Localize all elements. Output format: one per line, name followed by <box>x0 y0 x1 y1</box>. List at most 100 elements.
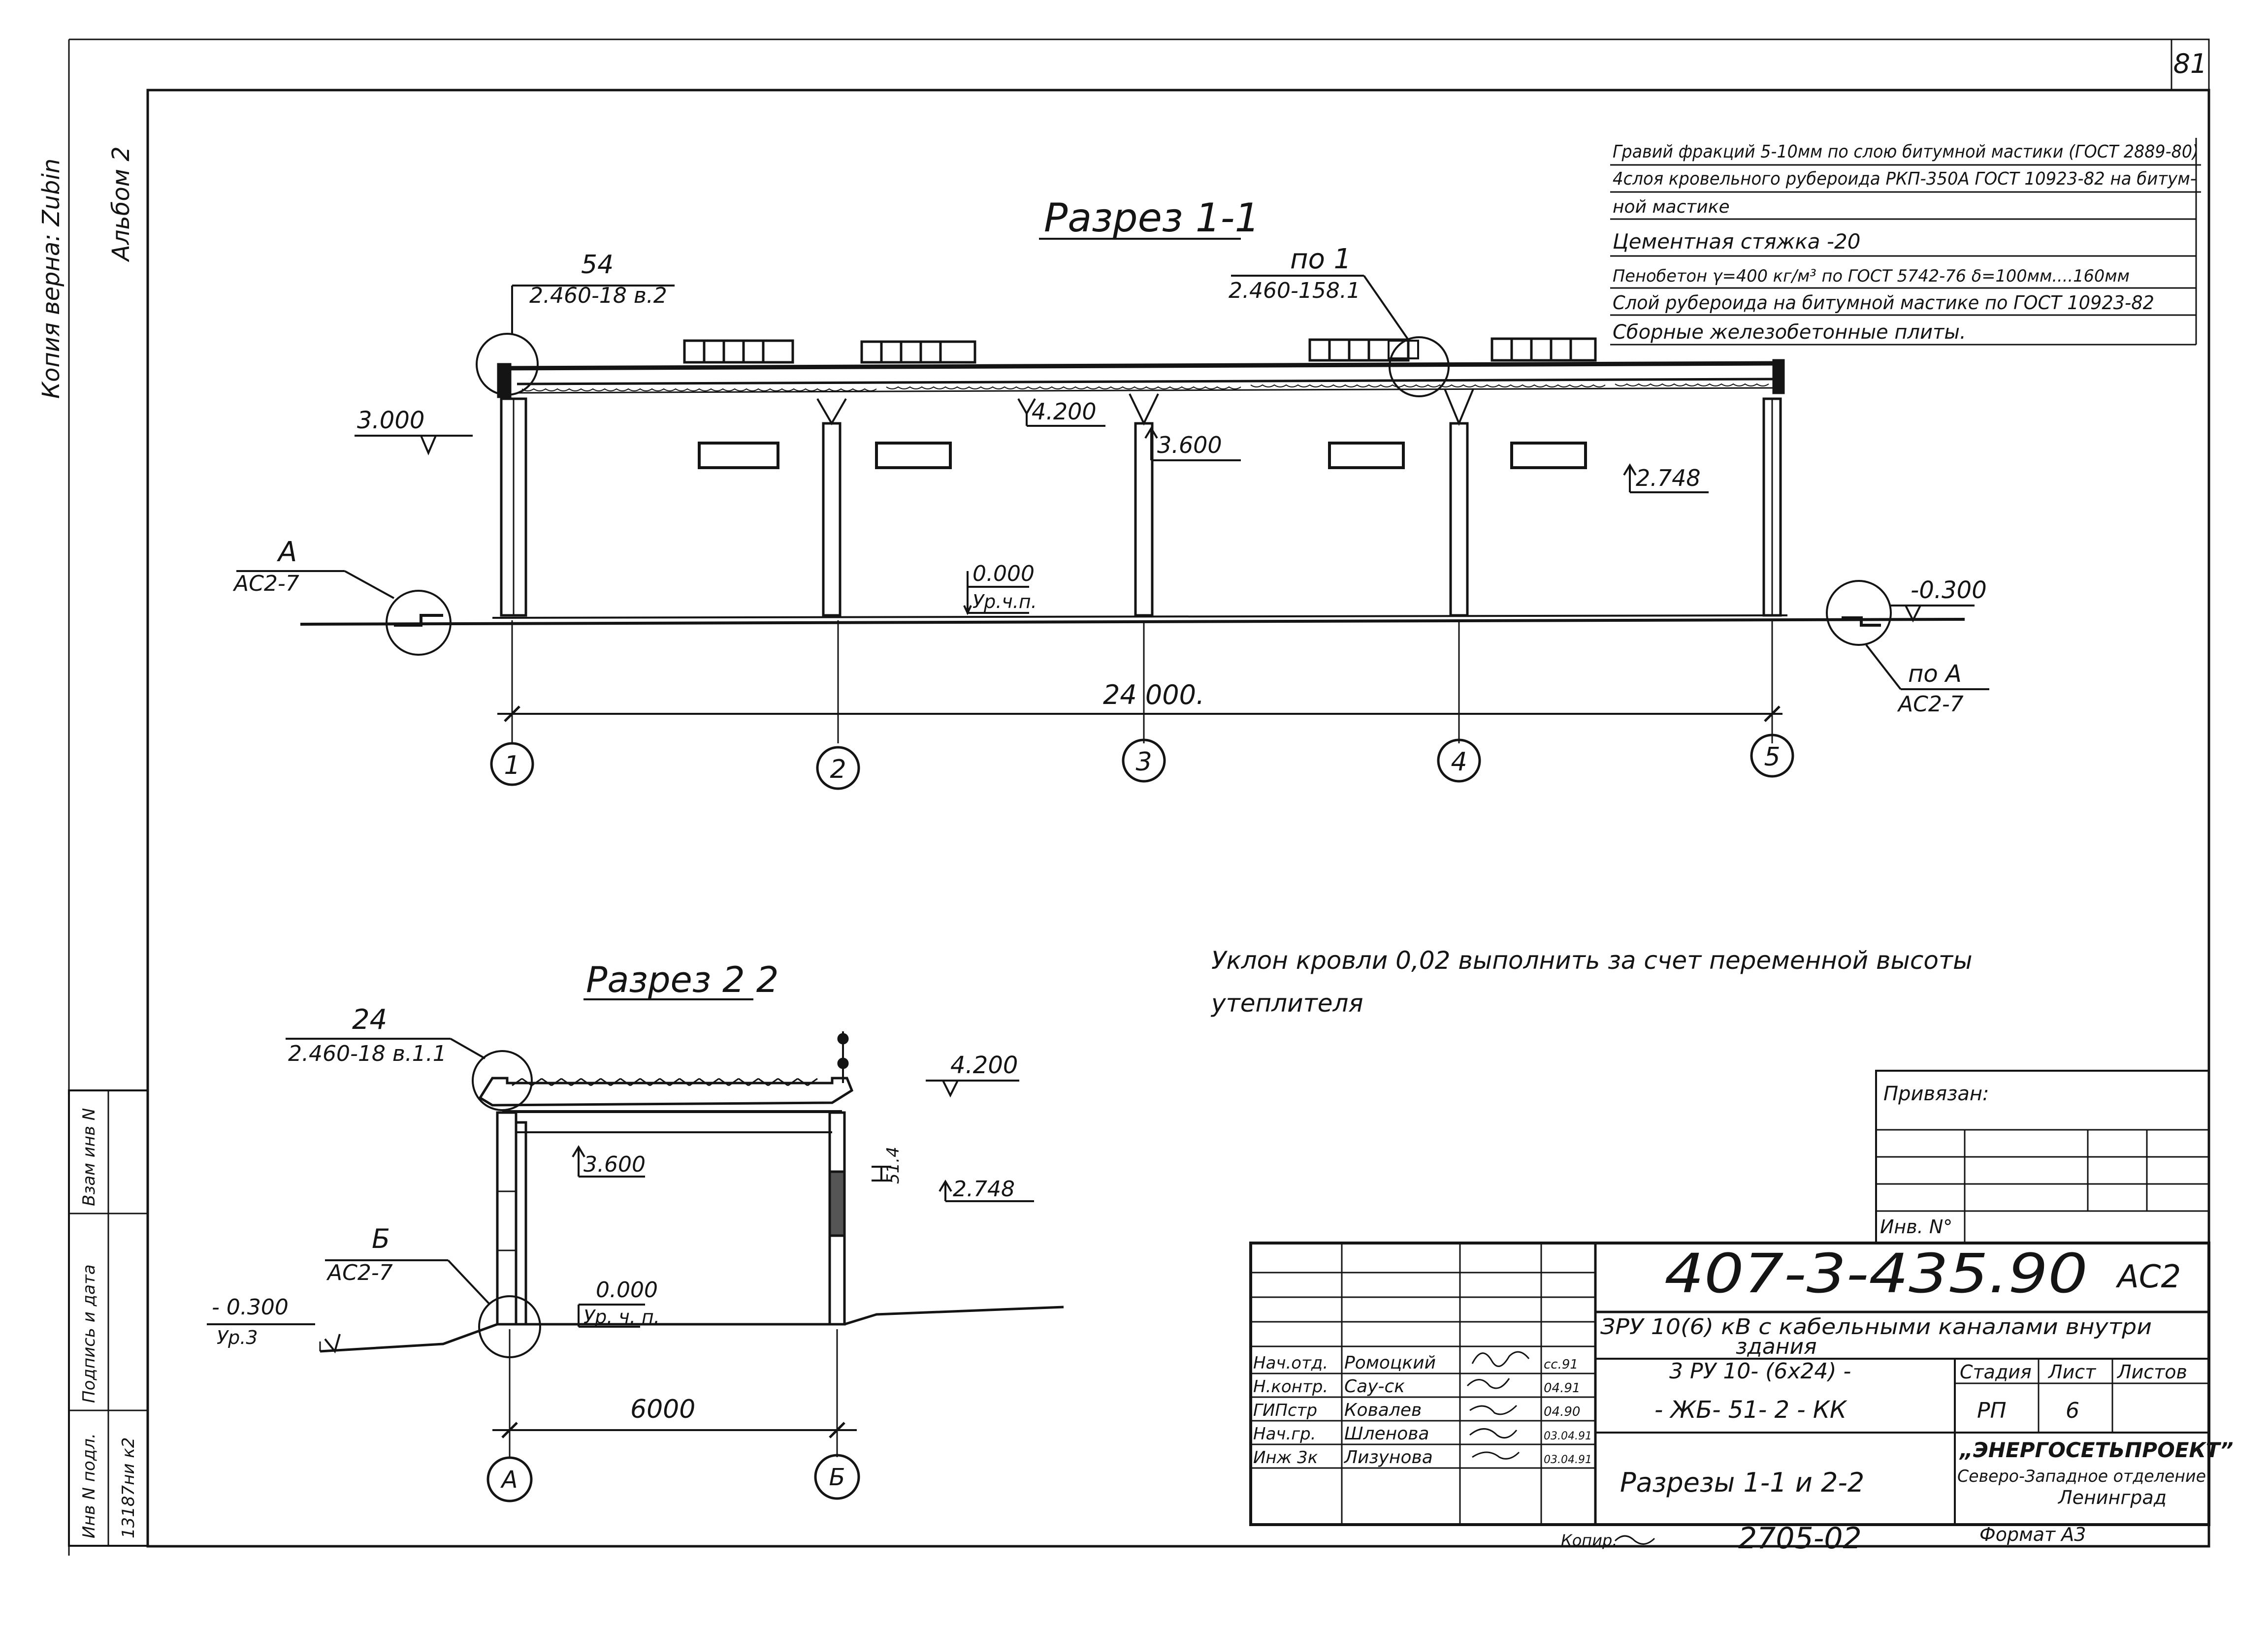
name-3: Шленова <box>1344 1424 1429 1444</box>
role-1: Н.контр. <box>1253 1377 1328 1397</box>
mark-2748: 2.748 <box>1636 465 1701 491</box>
stamp-replace: Взам инв N <box>79 1108 99 1206</box>
level-marks-1-1 <box>355 398 1975 623</box>
walls-2-2 <box>496 1111 846 1326</box>
ground-2-2 <box>319 1306 1064 1353</box>
project-description-2: здания <box>1736 1334 1817 1359</box>
mark-3600: 3.600 <box>1157 432 1222 458</box>
stage-header: Стадия <box>1960 1361 2032 1383</box>
section-1-1: Разрез 1-1 <box>232 195 1989 790</box>
columns <box>500 388 1782 617</box>
node-pa-ref: АС2-7 <box>1897 692 1964 717</box>
project-suffix: АС2 <box>2115 1259 2181 1295</box>
node-b-ref: АС2-7 <box>326 1260 393 1285</box>
mark-2-2-4200: 4.200 <box>950 1052 1018 1079</box>
level-marks-2-2 <box>207 1080 1034 1354</box>
roof-layer-1: Гравий фракций 5-10мм по слою битумной м… <box>1613 142 2199 162</box>
date-0: сс.91 <box>1544 1357 1578 1372</box>
name-4: Лизунова <box>1343 1447 1433 1468</box>
mark-2-2-3600: 3.600 <box>583 1152 646 1177</box>
callout-node-24 <box>286 1038 533 1111</box>
format-label: Формат А3 <box>1979 1524 2086 1545</box>
callout-node-1 <box>1231 275 1450 397</box>
mark-2-2-neg300: - 0.300 <box>212 1295 289 1320</box>
name-0: Ромоцкий <box>1344 1353 1436 1373</box>
axis-lines <box>497 620 1782 743</box>
mark-2-2-0000-sub: Ур. ч. п. <box>583 1306 660 1328</box>
bottom-code: 2705-02 <box>1738 1521 1862 1556</box>
sheet-value: 6 <box>2066 1398 2079 1423</box>
axis-bubbles-2-2 <box>486 1454 860 1502</box>
copied-by: Копир. <box>1561 1531 1618 1550</box>
roof-layer-3: Цементная стяжка -20 <box>1613 229 1860 254</box>
mark-2-2-2748: 2.748 <box>953 1177 1015 1202</box>
signature-marks <box>1466 1351 1530 1460</box>
roof-layer-5: Слой рубероида на битумной мастике по ГО… <box>1613 292 2154 314</box>
project-description: ЗРУ 10(6) кВ с кабельными каналами внутр… <box>1600 1314 2152 1340</box>
callout-24-number: 24 <box>352 1004 387 1036</box>
mark-neg300: -0.300 <box>1911 576 1987 604</box>
dim-514: 51.4 <box>883 1147 903 1184</box>
node-a-letter: А <box>277 536 297 568</box>
axis-1: 1 <box>504 751 520 780</box>
stamp-inv-orig: Инв N подл. <box>79 1433 99 1538</box>
axis-lines-2-2 <box>492 1329 857 1457</box>
node-a-right <box>1826 580 1989 690</box>
note-line-2: утеплителя <box>1210 989 1363 1018</box>
roof-layers-list <box>1610 138 2201 346</box>
mark-3000: 3.000 <box>357 407 424 434</box>
callout-54-ref: 2.460-18 в.2 <box>529 283 667 308</box>
margin-notes: Копия верна: Zubin Альбом 2 <box>37 146 135 399</box>
mark-0000-sub: Ур.ч.п. <box>972 591 1037 612</box>
dim-6000: 6000 <box>630 1395 695 1424</box>
org-name: „ЭНЕРГОСЕТЬПРОЕКТ” <box>1959 1438 2234 1462</box>
node-a-left <box>236 570 452 656</box>
title-block-frame <box>1249 1242 2210 1526</box>
stage-value: РП <box>1977 1398 2007 1423</box>
role-3: Нач.гр. <box>1253 1424 1316 1444</box>
axis-b: Б <box>829 1464 845 1491</box>
roof-slab <box>497 359 1785 398</box>
variant-line-2: - ЖБ- 51- 2 - КК <box>1654 1396 1847 1424</box>
page-number: 81 <box>2173 48 2207 79</box>
axis-2: 2 <box>830 755 846 784</box>
binding-inv: Инв. N° <box>1880 1216 1952 1238</box>
date-2: 04.90 <box>1544 1405 1580 1419</box>
margin-album: Альбом 2 <box>107 146 135 262</box>
stamp-inv-number: 13187ни к2 <box>119 1437 138 1538</box>
date-3: 03.04.91 <box>1544 1430 1592 1442</box>
wall-openings <box>698 442 1587 469</box>
date-1: 04.91 <box>1544 1381 1580 1396</box>
sheets-header: Листов <box>2116 1361 2187 1383</box>
name-2: Ковалев <box>1344 1400 1422 1420</box>
callout-1-ref: 2.460-158.1 <box>1229 278 1361 303</box>
margin-copy-note: Копия верна: Zubin <box>37 159 65 399</box>
name-1: Сау-ск <box>1344 1376 1405 1397</box>
roof-layer-6: Сборные железобетонные плиты. <box>1613 321 1966 344</box>
copied-signature <box>1614 1535 1655 1545</box>
role-2: ГИПстр <box>1253 1401 1317 1420</box>
node-pa-letter: по А <box>1908 660 1962 688</box>
org-branch: Северо-Западное отделение <box>1957 1467 2206 1486</box>
axis-a: А <box>500 1466 518 1494</box>
mark-2-2-0000: 0.000 <box>596 1277 658 1303</box>
roof-layers-text: Гравий фракций 5-10мм по слою битумной м… <box>1613 142 2199 344</box>
callout-24-ref: 2.460-18 в.1.1 <box>288 1041 447 1066</box>
axis-3: 3 <box>1135 747 1152 777</box>
axis-bubbles-1-1 <box>490 734 1794 790</box>
axis-4: 4 <box>1451 747 1467 777</box>
binding-title: Привязан: <box>1883 1083 1989 1105</box>
stamp-sign-date: Подпись и дата <box>79 1264 99 1403</box>
project-code: 407-3-435.90 <box>1664 1242 2088 1305</box>
date-4: 03.04.91 <box>1544 1454 1592 1466</box>
section-2-2: Разрез 2 2 <box>207 959 1064 1502</box>
callout-54-number: 54 <box>581 250 614 280</box>
signatures-table: Нач.отд. Ромоцкий сс.91 Н.контр. Сау-ск … <box>1253 1351 1592 1468</box>
mark-2-2-neg300-sub: Ур.3 <box>217 1327 258 1348</box>
note-line-1: Уклон кровли 0,02 выполнить за счет пере… <box>1211 946 1973 975</box>
roof-layer-2b: ной мастике <box>1613 197 1730 217</box>
variant-line-1: 3 РУ 10- (6х24) - <box>1669 1359 1851 1384</box>
callout-1-number: по 1 <box>1290 243 1351 275</box>
dim-24000: 24 000. <box>1103 679 1204 710</box>
